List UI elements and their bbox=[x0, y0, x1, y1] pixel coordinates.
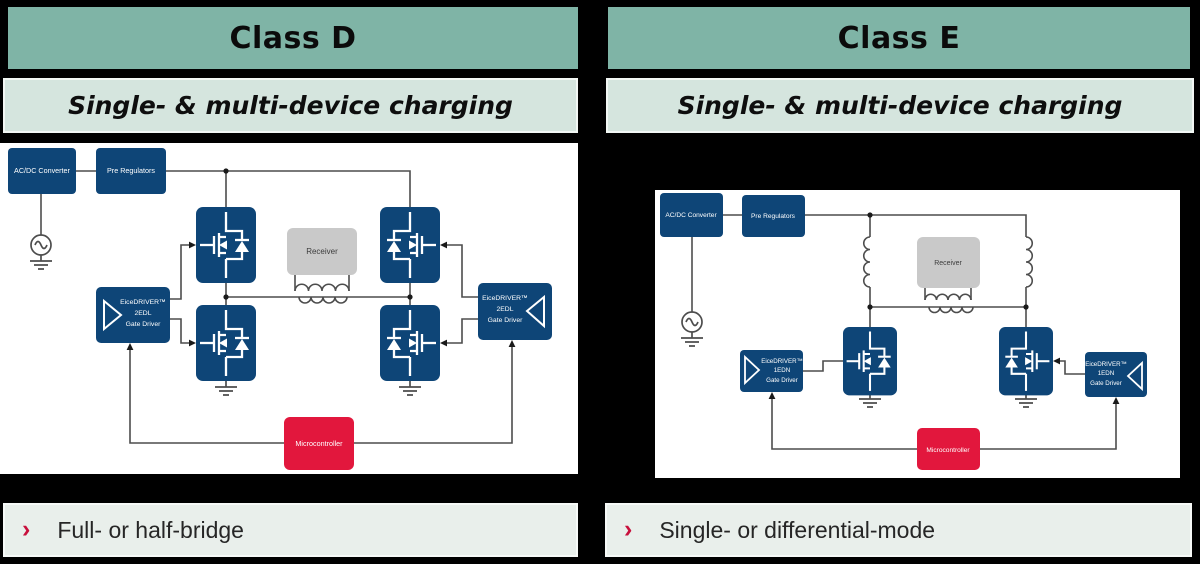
mosfet-icon bbox=[841, 325, 899, 397]
microcontroller-label: Microcontroller bbox=[295, 439, 343, 448]
receiver-block: Receiver bbox=[287, 228, 357, 275]
acdc-converter-label: AC/DC Converter bbox=[665, 212, 717, 219]
class-e-diagram-area: AC/DC Converter Pre Regulators Receiver … bbox=[655, 190, 1180, 478]
class-e-wires bbox=[691, 214, 1117, 450]
class-d-diagram-area: AC/DC Converter Pre Regulators Receiver … bbox=[0, 143, 578, 474]
class-d-subtitle: Single- & multi-device charging bbox=[68, 91, 513, 120]
ground-icon bbox=[29, 254, 53, 270]
mosfet-icon bbox=[378, 205, 442, 285]
svg-text:Gate Driver: Gate Driver bbox=[1090, 380, 1122, 387]
class-e-circuit-diagram: AC/DC Converter Pre Regulators Receiver … bbox=[660, 193, 1147, 470]
ground-icon bbox=[398, 380, 422, 396]
microcontroller-block: Microcontroller bbox=[917, 428, 980, 470]
svg-text:1EDN: 1EDN bbox=[1098, 370, 1115, 377]
svg-text:EiceDRIVER™: EiceDRIVER™ bbox=[482, 295, 528, 302]
transformer-secondary-coil-icon bbox=[294, 283, 350, 292]
pre-regulators-block: Pre Regulators bbox=[742, 195, 805, 237]
microcontroller-label: Microcontroller bbox=[926, 447, 970, 454]
ac-source-icon bbox=[30, 234, 52, 256]
acdc-converter-block: AC/DC Converter bbox=[660, 193, 723, 237]
class-e-subheader: Single- & multi-device charging bbox=[606, 78, 1194, 133]
mosfet-icon bbox=[194, 303, 258, 383]
class-d-wires bbox=[40, 170, 513, 444]
class-d-header: Class D bbox=[8, 7, 578, 69]
inductor-coil-icon bbox=[862, 236, 871, 288]
class-d-circuit-diagram: AC/DC Converter Pre Regulators Receiver … bbox=[8, 148, 552, 470]
gate-driver-right-block: EiceDRIVER™ 1EDN Gate Driver bbox=[1085, 352, 1147, 397]
acdc-converter-label: AC/DC Converter bbox=[14, 166, 71, 175]
ac-source-icon bbox=[681, 311, 703, 333]
transformer-secondary-coil-icon bbox=[924, 293, 972, 301]
class-e-subtitle: Single- & multi-device charging bbox=[677, 91, 1123, 120]
svg-text:2EDL: 2EDL bbox=[496, 306, 513, 313]
receiver-block: Receiver bbox=[917, 237, 980, 288]
driver-triangle-icon bbox=[103, 298, 123, 332]
class-d-subheader: Single- & multi-device charging bbox=[3, 78, 578, 133]
gate-driver-left-block: EiceDRIVER™ 1EDN Gate Driver bbox=[740, 350, 803, 392]
class-e-bullet-text: Single- or differential-mode bbox=[659, 516, 936, 543]
acdc-converter-block: AC/DC Converter bbox=[8, 148, 76, 194]
svg-text:Gate Driver: Gate Driver bbox=[766, 377, 798, 384]
svg-text:2EDL: 2EDL bbox=[134, 310, 151, 317]
pre-regulators-label: Pre Regulators bbox=[751, 213, 796, 220]
svg-text:Gate Driver: Gate Driver bbox=[126, 321, 161, 328]
driver-triangle-icon bbox=[1126, 360, 1143, 392]
ground-icon bbox=[680, 331, 704, 347]
class-d-footer: › Full- or half-bridge bbox=[3, 503, 578, 557]
microcontroller-block: Microcontroller bbox=[284, 417, 354, 470]
pre-regulators-block: Pre Regulators bbox=[96, 148, 166, 194]
gate-driver-left-block: EiceDRIVER™ 2EDL Gate Driver bbox=[96, 287, 170, 343]
class-e-header: Class E bbox=[608, 7, 1190, 69]
svg-text:1EDN: 1EDN bbox=[774, 367, 791, 374]
class-e-footer: › Single- or differential-mode bbox=[605, 503, 1192, 557]
svg-text:EiceDRIVER™: EiceDRIVER™ bbox=[1085, 361, 1127, 368]
receiver-label: Receiver bbox=[934, 260, 962, 267]
ground-icon bbox=[214, 380, 238, 396]
gate-driver-right-block: EiceDRIVER™ 2EDL Gate Driver bbox=[478, 283, 552, 340]
bullet-chevron-icon: › bbox=[624, 514, 633, 543]
bullet-chevron-icon: › bbox=[22, 514, 31, 543]
pre-regulators-label: Pre Regulators bbox=[107, 166, 155, 175]
mosfet-icon bbox=[378, 303, 442, 383]
class-e-arrowheads bbox=[768, 212, 1120, 404]
transformer-primary-coil-icon bbox=[928, 306, 974, 314]
svg-text:Gate Driver: Gate Driver bbox=[488, 317, 523, 324]
class-e-title: Class E bbox=[837, 20, 961, 56]
transformer-primary-coil-icon bbox=[298, 296, 348, 304]
class-d-arrowheads bbox=[126, 168, 516, 350]
svg-text:EiceDRIVER™: EiceDRIVER™ bbox=[120, 299, 166, 306]
class-d-bullet-text: Full- or half-bridge bbox=[57, 516, 244, 543]
driver-triangle-icon bbox=[525, 294, 545, 329]
mosfet-icon bbox=[194, 205, 258, 285]
inductor-coil-icon bbox=[1025, 236, 1034, 288]
svg-text:EiceDRIVER™: EiceDRIVER™ bbox=[761, 358, 803, 365]
mosfet-icon bbox=[997, 325, 1055, 397]
driver-triangle-icon bbox=[744, 354, 761, 386]
receiver-label: Receiver bbox=[306, 247, 338, 256]
class-d-title: Class D bbox=[229, 20, 357, 56]
